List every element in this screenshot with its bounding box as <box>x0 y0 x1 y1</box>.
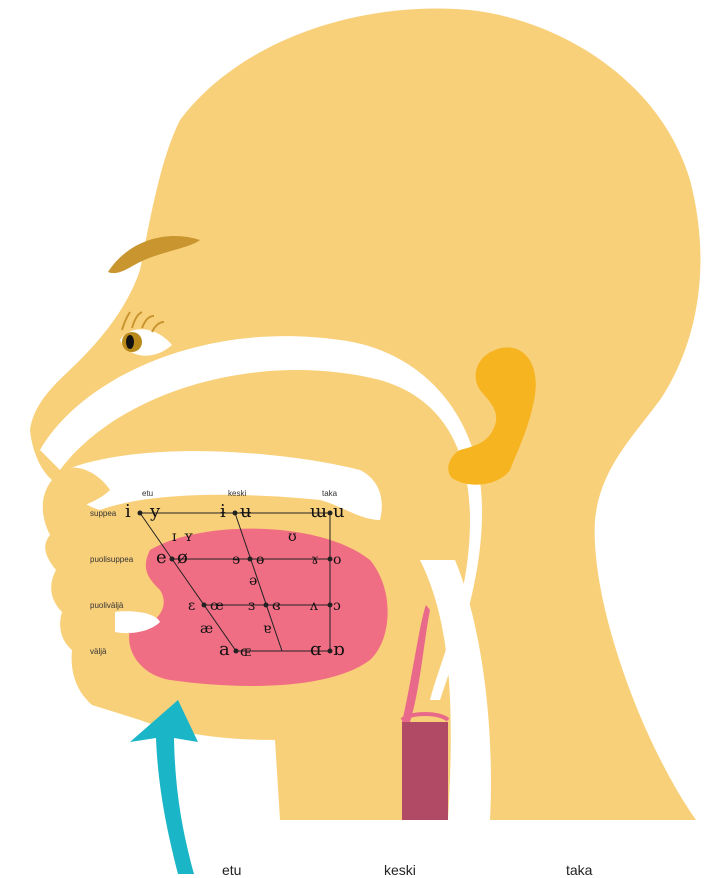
vowel-upsilon: ʊ <box>288 528 297 546</box>
vowel-y: y <box>150 503 160 521</box>
column-label-back: taka <box>322 489 337 498</box>
vowel-oe: œ <box>210 597 224 615</box>
vowel-closed-reversed-epsilon: ɞ <box>272 597 281 615</box>
vowel-rams-horn: ɤ <box>311 551 319 569</box>
row-label-open: väljä <box>90 647 106 656</box>
vowel-reversed-e: ɘ <box>232 551 240 569</box>
vowel-turned-script-a: ɒ <box>333 641 345 659</box>
row-label-open-mid: puoliväljä <box>90 601 123 610</box>
vowel-open-o: ɔ <box>333 597 341 615</box>
bottom-label-front: etu <box>222 862 241 878</box>
vowel-e: e <box>156 549 167 567</box>
vowel-barred-o: ɵ <box>256 551 264 569</box>
vowel-barred-u: ʉ <box>240 503 252 521</box>
vowel-epsilon: ɛ <box>188 597 195 615</box>
trachea <box>402 722 448 820</box>
vowel-ash: æ <box>200 620 213 638</box>
vowel-small-cap-i: ɪ <box>172 528 176 546</box>
vowel-small-cap-oe: ɶ <box>240 643 251 661</box>
vowel-turned-m: ɯ <box>310 503 327 521</box>
vowel-o: o <box>333 551 341 569</box>
bottom-label-central: keski <box>384 862 416 878</box>
vowel-turned-v: ʌ <box>310 597 318 615</box>
vowel-o-slash: ø <box>177 549 188 567</box>
vowel-barred-i: ɨ <box>220 503 226 521</box>
vowel-small-cap-y: ʏ <box>184 528 193 546</box>
pupil <box>126 335 134 349</box>
airflow-arrow <box>130 700 198 874</box>
bottom-label-back: taka <box>566 862 592 878</box>
vowel-i: i <box>125 503 131 521</box>
vowel-turned-a: ɐ <box>263 620 271 638</box>
vowel-schwa: ə <box>249 572 257 590</box>
vowel-u: u <box>333 503 345 521</box>
column-label-central: keski <box>228 489 246 498</box>
row-label-close: suppea <box>90 509 116 518</box>
vowel-script-a: ɑ <box>310 641 322 659</box>
head-silhouette <box>30 8 700 820</box>
vowel-a: a <box>219 641 230 659</box>
row-label-close-mid: puolisuppea <box>90 555 133 564</box>
column-label-front: etu <box>142 489 153 498</box>
vowel-reversed-epsilon: ɜ <box>248 597 255 615</box>
